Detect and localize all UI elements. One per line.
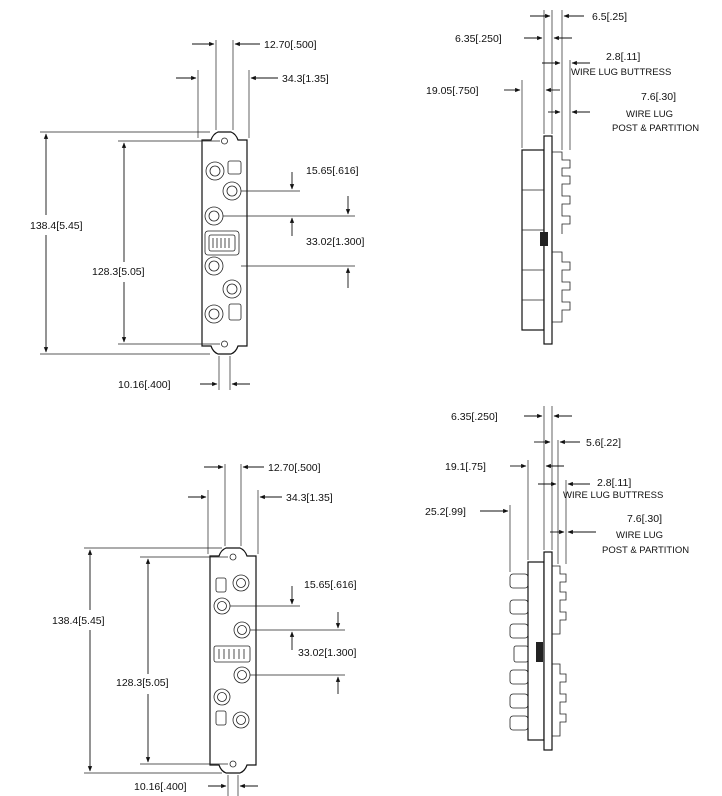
bottom-mount-hole-bottom (229, 760, 237, 768)
bottom-side-dim-f: 25.2[.99] (425, 506, 466, 518)
bottom-side-dim-d: 19.1[.75] (445, 461, 486, 473)
bottom-jack-6 (232, 711, 250, 729)
bottom-small-switch (215, 577, 227, 593)
top-jack-1 (205, 161, 225, 181)
top-side-note-buttress: WIRE LUG BUTTRESS (571, 67, 671, 78)
bottom-jack-5 (213, 688, 231, 706)
top-front-dim-mount-height: 128.3[5.05] (92, 266, 145, 278)
top-side-note-post: POST & PARTITION (612, 123, 699, 134)
bottom-front-dim-pitch1: 15.65[.616] (304, 579, 357, 591)
bottom-side-note-lug: WIRE LUG (616, 530, 663, 541)
top-front-dim-width2: 34.3[1.35] (282, 73, 329, 85)
top-front-view: 12.70[.500] 34.3[1.35] 138.4[5.45] 128.3… (30, 39, 364, 391)
bottom-front-dim-slot: 10.16[.400] (134, 781, 187, 793)
bottom-side-panel (543, 551, 553, 751)
bottom-side-jacks (509, 573, 529, 731)
bottom-side-note-buttress: WIRE LUG BUTTRESS (563, 490, 663, 501)
bottom-side-connector-block (536, 642, 543, 662)
top-side-dim-b: 6.35[.250] (455, 33, 502, 45)
bottom-side-dim-c: 2.8[.11] (597, 477, 631, 489)
bottom-side-view: 6.35[.250] 5.6[.22] 2.8[.11] WIRE LUG BU… (425, 406, 689, 751)
bottom-front-dim-width1: 12.70[.500] (268, 462, 321, 474)
top-side-note-lug: WIRE LUG (626, 109, 673, 120)
bottom-front-dim-overall-height: 138.4[5.45] (52, 615, 105, 627)
top-front-dim-width1: 12.70[.500] (264, 39, 317, 51)
top-jack-4 (204, 256, 224, 276)
top-front-dim-slot: 10.16[.400] (118, 379, 171, 391)
bottom-jack-1 (232, 574, 250, 592)
bottom-front-dim-width2: 34.3[1.35] (286, 492, 333, 504)
top-side-dim-d: 19.05[.750] (426, 85, 479, 97)
bottom-dsub-connector (213, 645, 251, 663)
top-front-dim-overall-height: 138.4[5.45] (30, 220, 83, 232)
top-dsub-connector (204, 230, 240, 256)
bottom-side-dim-a: 6.35[.250] (451, 411, 498, 423)
top-side-view: 6.5[.25] 6.35[.250] 2.8[.11] WIRE LUG BU… (426, 10, 699, 345)
top-mount-hole-bottom (221, 340, 228, 348)
top-small-switch-2 (228, 303, 242, 321)
bottom-front-view: 12.70[.500] 34.3[1.35] 138.4[5.45] 128.3… (52, 462, 357, 796)
bottom-side-dim-b: 5.6[.22] (586, 437, 621, 449)
top-jack-5 (222, 279, 242, 299)
top-jack-6 (204, 304, 224, 324)
bottom-front-dim-pitch2: 33.02[1.300] (298, 647, 356, 659)
top-mount-hole-top (221, 137, 228, 145)
top-side-dim-e: 7.6[.30] (641, 91, 676, 103)
bottom-mount-hole-top (229, 553, 237, 561)
top-side-connector-block (540, 232, 548, 246)
bottom-front-dim-mount-height: 128.3[5.05] (116, 677, 169, 689)
bottom-small-switch-2 (215, 710, 227, 726)
top-small-switch (227, 160, 242, 175)
bottom-side-dim-e: 7.6[.30] (627, 513, 662, 525)
top-front-dim-pitch1: 15.65[.616] (306, 165, 359, 177)
top-front-dim-pitch2: 33.02[1.300] (306, 236, 364, 248)
top-side-dim-a: 6.5[.25] (592, 11, 627, 23)
bottom-side-note-post: POST & PARTITION (602, 545, 689, 556)
top-side-dim-c: 2.8[.11] (606, 51, 640, 63)
